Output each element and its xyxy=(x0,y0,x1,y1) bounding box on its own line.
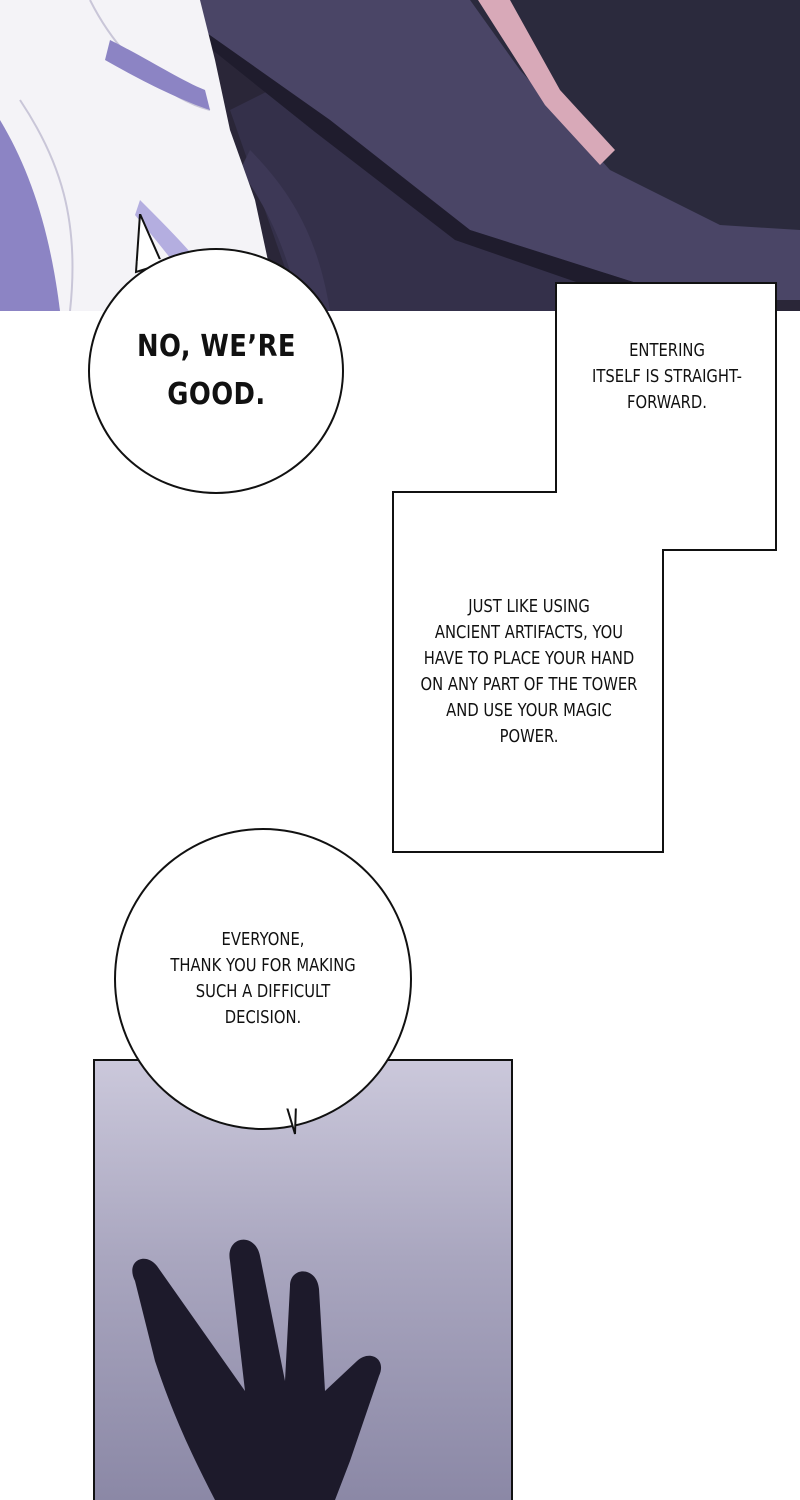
reaching-hand-icon xyxy=(132,1239,382,1500)
caption-box-outline xyxy=(392,282,777,853)
caption-text-entering: ENTERING ITSELF IS STRAIGHT- FORWARD. xyxy=(592,340,742,413)
speech-bubble-good: NO, WE’RE GOOD. xyxy=(88,248,344,494)
caption-entering: ENTERING ITSELF IS STRAIGHT- FORWARD. xyxy=(560,338,774,416)
speech-text-everyone: EVERYONE, THANK YOU FOR MAKING SUCH A DI… xyxy=(170,929,356,1028)
speech-bubble-everyone: EVERYONE, THANK YOU FOR MAKING SUCH A DI… xyxy=(114,828,412,1130)
bubble-tail-icon xyxy=(284,1104,298,1135)
top-panel-illustration xyxy=(0,0,800,311)
character-with-hat-icon xyxy=(0,0,800,311)
caption-text-artifacts: JUST LIKE USING ANCIENT ARTIFACTS, YOU H… xyxy=(420,596,638,747)
caption-artifacts: JUST LIKE USING ANCIENT ARTIFACTS, YOU H… xyxy=(392,594,666,750)
bottom-panel-illustration xyxy=(93,1059,513,1500)
speech-text-good: NO, WE’RE GOOD. xyxy=(136,329,296,412)
